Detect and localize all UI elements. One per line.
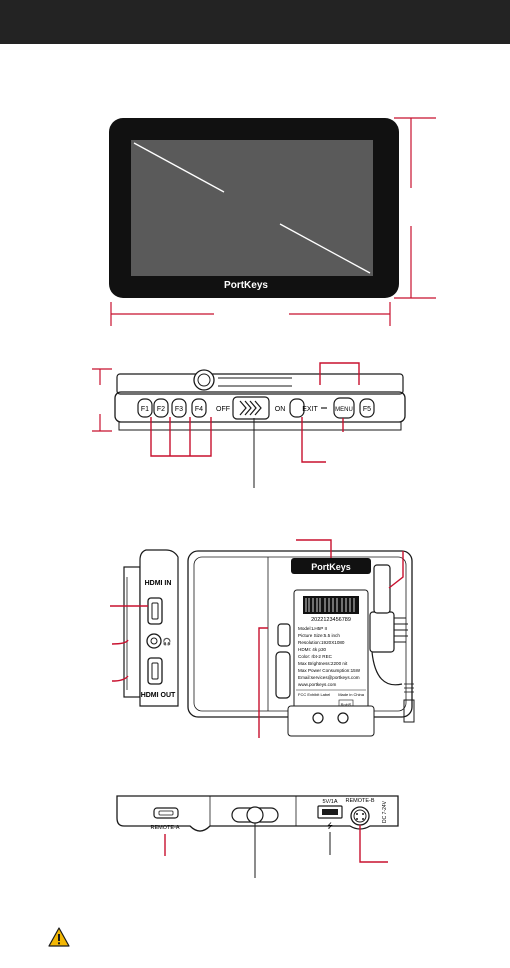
- screen-glare-line: [133, 142, 225, 193]
- tally-light-clamp: [369, 611, 395, 653]
- rohs-label: RoHS: [341, 702, 352, 707]
- spec-line: Email:services@portkeys.com: [298, 675, 360, 680]
- fcc-line: FCC Exhibit Label: [298, 692, 330, 697]
- headphone-jack: [146, 633, 162, 649]
- battery-latch: [275, 651, 291, 699]
- spec-line: Color: rbt-2 REC: [298, 654, 333, 659]
- dc-label: DC 7-24V: [382, 800, 388, 823]
- depth-dimension: [92, 368, 112, 432]
- switch-on-label: ON: [275, 406, 286, 413]
- front-brand-logo: PortKeys: [224, 280, 268, 291]
- back-brand-logo: PortKeys: [311, 562, 351, 572]
- button-f5[interactable]: [359, 398, 375, 418]
- button-f1-label: F1: [141, 406, 149, 413]
- usb-icon: ⭍: [327, 822, 333, 830]
- barcode: [303, 596, 359, 614]
- spec-line: Max Power Consumption:15W: [298, 668, 361, 673]
- spec-line: Model:LH5P II: [298, 626, 327, 631]
- bottom-view-callouts: [164, 823, 388, 878]
- side-view: HDMI IN 🎧 HDMI OUT: [110, 549, 179, 707]
- button-f2-label: F2: [157, 406, 165, 413]
- usb-label: 5V/1A: [323, 799, 338, 805]
- spec-line: Resolution:1920X1080: [298, 640, 345, 645]
- mount-screw: [312, 712, 324, 724]
- button-exit-label: EXIT: [302, 406, 318, 413]
- headphone-icon: 🎧: [163, 637, 172, 646]
- remote-a-port: [153, 807, 179, 819]
- button-f5-label: F5: [363, 406, 371, 413]
- spec-line: HDMI: 4k p30: [298, 647, 327, 652]
- switch-grip-icon: [239, 400, 262, 416]
- hdmi-out-port: [147, 657, 163, 685]
- header-bar: [0, 0, 510, 44]
- back-logo-plate: [291, 558, 371, 574]
- screen-glare-line: [279, 223, 371, 274]
- button-menu[interactable]: [333, 397, 355, 419]
- height-dimension: [394, 117, 436, 299]
- remote-a-label: REMOTE-A: [150, 825, 179, 831]
- rear-button[interactable]: [277, 623, 291, 647]
- tally-light: [373, 564, 391, 614]
- mount-plate: [287, 705, 375, 737]
- button-f3[interactable]: [171, 398, 187, 418]
- mount-screw: [337, 712, 349, 724]
- top-base: [118, 421, 402, 431]
- button-exit[interactable]: [289, 398, 305, 418]
- spec-lines: Model:LH5P II Picture Size:5.5 inch Reso…: [298, 626, 361, 687]
- remote-b-label: REMOTE-B: [345, 798, 374, 804]
- hdmi-in-port: [147, 597, 163, 625]
- warning-icon: [48, 927, 70, 947]
- button-f2[interactable]: [153, 398, 169, 418]
- side-view-callouts: [110, 605, 148, 682]
- spec-line: www.portkeys.com: [298, 682, 336, 687]
- button-f3-label: F3: [175, 406, 183, 413]
- bottom-view: REMOTE-A 5V/1A ⭍ REMOTE-B DC 7-24V: [116, 795, 399, 878]
- vent-slots: [404, 683, 414, 693]
- hdmi-in-label: HDMI IN: [145, 580, 172, 587]
- front-view: PortKeys: [109, 117, 436, 326]
- barcode-number: 2022123456789: [311, 617, 351, 623]
- made-in-label: Made in China: [338, 692, 365, 697]
- top-view-callouts: [150, 362, 360, 463]
- spec-line: Picture Size:5.5 inch: [298, 633, 340, 638]
- button-f4[interactable]: [191, 398, 207, 418]
- switch-off-label: OFF: [216, 406, 230, 413]
- button-f4-label: F4: [195, 406, 203, 413]
- width-dimension: [110, 302, 391, 326]
- function-buttons: F1 F2 F3 F4 OFF ON EXIT MENU F5: [137, 396, 375, 420]
- bottom-mount-hole: [246, 806, 264, 824]
- button-menu-label: MENU: [335, 407, 353, 413]
- top-view: F1 F2 F3 F4 OFF ON EXIT MENU F5: [92, 362, 406, 488]
- back-view: PortKeys 2022123456789 Model:LH5P II Pic…: [187, 539, 415, 738]
- button-f1[interactable]: [137, 398, 153, 418]
- clamp-ridges: [394, 617, 408, 643]
- hdmi-out-label: HDMI OUT: [141, 692, 176, 699]
- top-upper-body: [116, 373, 404, 395]
- back-view-callouts: [258, 539, 404, 738]
- mount-knob: [193, 369, 215, 391]
- spec-line: Max Brightness:2200 nit: [298, 661, 348, 666]
